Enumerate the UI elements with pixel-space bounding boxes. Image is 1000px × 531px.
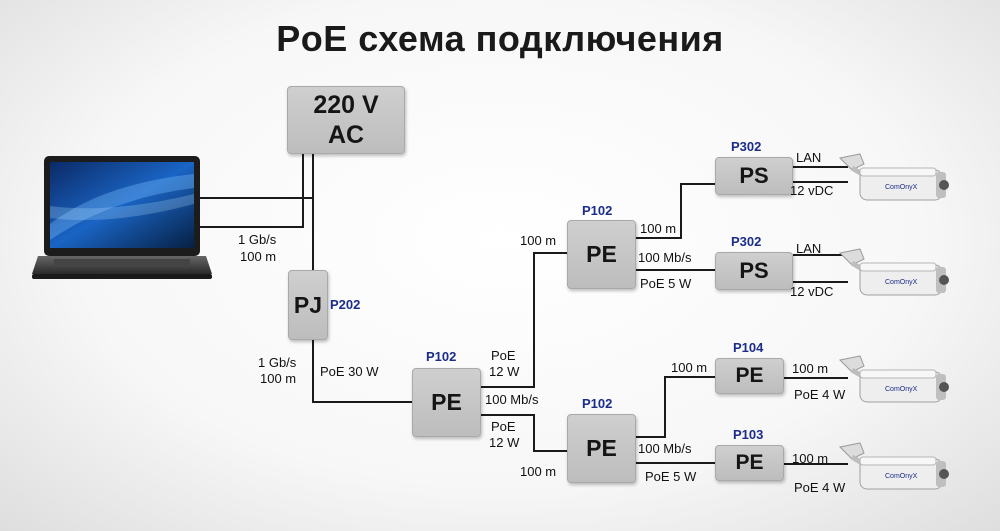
wire (784, 377, 848, 379)
wire (793, 281, 848, 283)
power-source-220v-ac: 220 V AC (287, 86, 405, 154)
device-ps-1: PS (715, 157, 793, 195)
wire (664, 376, 666, 438)
label-camera4-poe: PoE 4 W (794, 480, 846, 495)
label-main-down-watt: 12 W (489, 435, 520, 450)
wire (636, 462, 715, 464)
wire (533, 414, 535, 451)
label-laptop-speed: 1 Gb/s (238, 232, 277, 247)
device-ps-1-label: PS (739, 163, 769, 188)
label-bottom-poe: PoE 5 W (645, 469, 697, 484)
wire (302, 153, 304, 227)
wire (533, 450, 567, 452)
device-pe-main: PE (412, 368, 481, 437)
device-ps-2: PS (715, 252, 793, 290)
wire (784, 463, 848, 465)
wire (481, 386, 535, 388)
label-ps1-lan: LAN (796, 150, 822, 165)
label-main-speed: 100 Mb/s (485, 392, 539, 407)
label-camera4-distance: 100 m (792, 451, 829, 466)
wire (195, 226, 304, 228)
label-bottom-distance: 100 m (671, 360, 708, 375)
power-source-voltage: 220 V (313, 91, 379, 119)
wire (636, 237, 682, 239)
model-ps-1: P302 (731, 139, 762, 154)
svg-text:ComOnyX: ComOnyX (885, 473, 918, 480)
wire (636, 269, 715, 271)
laptop-icon (32, 156, 212, 279)
svg-text:ComOnyX: ComOnyX (885, 184, 918, 191)
wire (312, 339, 314, 402)
label-top-speed: 100 Mb/s (638, 250, 692, 265)
model-pe-camera-4: P103 (733, 427, 764, 442)
model-pe-bottom: P102 (582, 396, 613, 411)
model-pe-top: P102 (582, 203, 613, 218)
wire (664, 376, 715, 378)
wire (312, 401, 412, 403)
device-ps-2-label: PS (739, 258, 769, 283)
camera-icon: ComOnyX (838, 442, 949, 490)
wire (312, 153, 314, 270)
wire (680, 183, 682, 239)
label-camera3-distance: 100 m (792, 361, 829, 376)
label-main-up-watt: 12 W (489, 364, 520, 379)
model-pe-camera-3: P104 (733, 340, 764, 355)
wire (793, 166, 848, 168)
camera-icon: ComOnyX (838, 248, 949, 296)
label-laptop-distance: 100 m (240, 249, 277, 264)
device-pe-camera-4: PE (715, 445, 784, 481)
label-ps2-lan: LAN (796, 241, 822, 256)
device-pe-top: PE (567, 220, 636, 289)
label-top-distance: 100 m (640, 221, 677, 236)
device-pe-bottom-label: PE (586, 435, 617, 461)
camera-icon: ComOnyX (838, 355, 949, 403)
device-pe-main-label: PE (431, 389, 462, 415)
label-top-poe: PoE 5 W (640, 276, 692, 291)
wire (195, 197, 314, 199)
diagram-title: PoE схема подключения (276, 18, 724, 59)
device-pe-camera-3: PE (715, 358, 784, 394)
power-source-type: AC (327, 121, 365, 149)
label-pj-speed: 1 Gb/s (258, 355, 297, 370)
label-main-up-poe: PoE (491, 348, 516, 363)
device-pe-top-label: PE (586, 241, 617, 267)
device-pe-camera-4-label: PE (735, 451, 764, 474)
wire (533, 252, 535, 388)
wire (636, 436, 666, 438)
svg-text:ComOnyX: ComOnyX (885, 386, 918, 393)
label-pj-distance: 100 m (260, 371, 297, 386)
device-pe-bottom: PE (567, 414, 636, 483)
device-pj-label: PJ (293, 291, 323, 318)
label-top-input: 100 m (520, 233, 557, 248)
camera-icon: ComOnyX (838, 153, 949, 201)
wire (533, 252, 567, 254)
wire (793, 181, 848, 183)
label-bottom-speed: 100 Mb/s (638, 441, 692, 456)
wire (793, 254, 848, 256)
device-pe-camera-3-label: PE (735, 364, 764, 387)
label-main-down-poe: PoE (491, 419, 516, 434)
wire (481, 414, 535, 416)
label-bottom-input: 100 m (520, 464, 557, 479)
model-ps-2: P302 (731, 234, 762, 249)
svg-text:ComOnyX: ComOnyX (885, 279, 918, 286)
label-camera3-poe: PoE 4 W (794, 387, 846, 402)
wire (680, 183, 715, 185)
device-pj: PJ (288, 270, 328, 340)
label-ps1-vdc: 12 vDC (790, 183, 834, 198)
label-ps2-vdc: 12 vDC (790, 284, 834, 299)
model-pj: P202 (330, 297, 361, 312)
label-pj-poe: PoE 30 W (320, 364, 379, 379)
model-pe-main: P102 (426, 349, 457, 364)
